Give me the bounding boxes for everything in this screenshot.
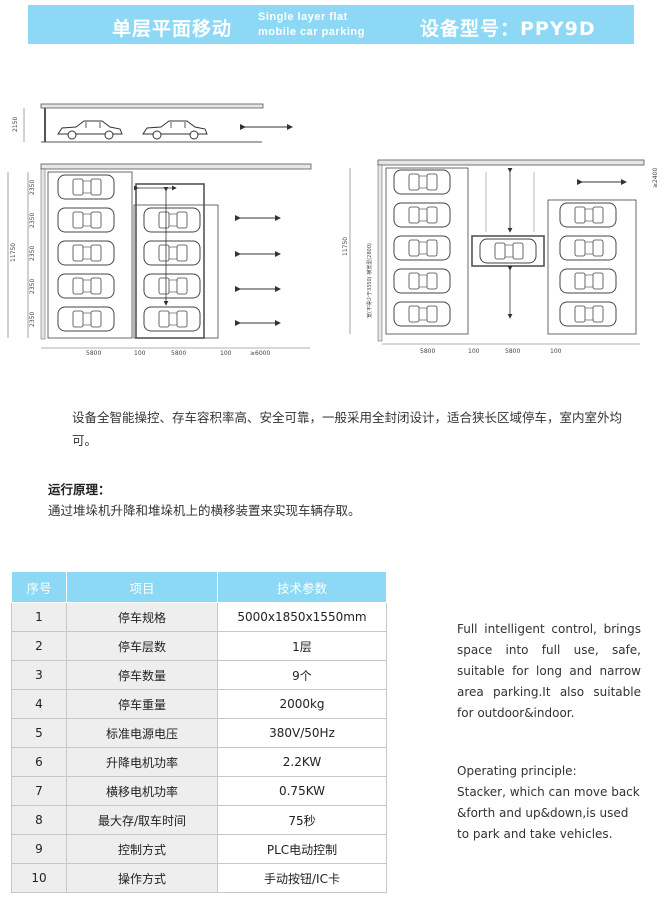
- right-total-dim: 11750: [342, 237, 349, 256]
- left-row-dim: 2350: [29, 246, 36, 261]
- english-principle-text: Stacker, which can move back &forth and …: [457, 785, 640, 841]
- table-cell: 停车重量: [66, 689, 218, 719]
- right-bottom-dim: 5800: [505, 348, 520, 355]
- left-bottom-dim: 100: [220, 350, 232, 357]
- table-cell: 2.2KW: [217, 747, 387, 777]
- table-cell: 标准电源电压: [66, 718, 218, 748]
- right-bottom-dim: 100: [550, 348, 562, 355]
- table-cell: 停车规格: [66, 602, 218, 632]
- table-cell: 2000kg: [217, 689, 387, 719]
- table-header-row: 序号 项目 技术参数: [11, 571, 387, 603]
- table-cell: 7: [11, 776, 67, 806]
- side-dim: 2150: [12, 117, 19, 132]
- title-en-line1: Single layer flat: [258, 11, 348, 23]
- english-description: Full intelligent control, brings space i…: [457, 622, 641, 720]
- right-bottom-dim: 100: [468, 348, 480, 355]
- model-number: 设备型号：PPY9D: [420, 18, 596, 40]
- table-cell: 9: [11, 834, 67, 864]
- table-cell: 2: [11, 631, 67, 661]
- left-bottom-dim: 100: [134, 350, 146, 357]
- table-cell: 8: [11, 805, 67, 835]
- table-cell: 4: [11, 689, 67, 719]
- left-bottom-dim: ≥6000: [250, 350, 270, 357]
- table-cell: 手动按钮/IC卡: [217, 863, 387, 893]
- right-bottom-dim: 5800: [420, 348, 435, 355]
- table-cell: 升降电机功率: [66, 747, 218, 777]
- parking-layout-diagram: 2150 11750 2350 2350 2350 2350 2350 5800…: [7, 103, 659, 357]
- left-row-dim: 2350: [29, 279, 36, 294]
- table-cell: 1层: [217, 631, 387, 661]
- table-cell: 5000x1850x1550mm: [217, 602, 387, 632]
- table-cell: 横移电机功率: [66, 776, 218, 806]
- english-principle-title: Operating principle:: [457, 764, 577, 778]
- table-header-cell: 技术参数: [217, 571, 387, 603]
- table-header-cell: 项目: [66, 571, 218, 603]
- table-cell: 停车数量: [66, 660, 218, 690]
- table-cell: 380V/50Hz: [217, 718, 387, 748]
- left-bottom-dim: 5800: [86, 350, 101, 357]
- table-cell: 1: [11, 602, 67, 632]
- left-row-dim: 2350: [29, 312, 36, 327]
- table-cell: 停车层数: [66, 631, 218, 661]
- left-row-dim: 2350: [29, 180, 36, 195]
- table-cell: 9个: [217, 660, 387, 690]
- description-text: 设备全智能操控、存车容积率高、安全可靠，一般采用全封闭设计，适合狭长区域停车，室…: [72, 410, 623, 448]
- table-cell: 6: [11, 747, 67, 777]
- table-cell: 3: [11, 660, 67, 690]
- principle-title: 运行原理：: [48, 482, 111, 497]
- table-cell: 控制方式: [66, 834, 218, 864]
- left-row-dim: 2350: [29, 213, 36, 228]
- left-total-dim: 11750: [10, 243, 17, 262]
- table-cell: 最大存/取车时间: [66, 805, 218, 835]
- english-principle: Operating principle: Stacker, which can …: [457, 761, 641, 845]
- right-top-dim: ≥2400: [652, 168, 659, 188]
- table-cell: 75秒: [217, 805, 387, 835]
- table-cell: 10: [11, 863, 67, 893]
- table-cell: PLC电动控制: [217, 834, 387, 864]
- left-bottom-dim: 5800: [171, 350, 186, 357]
- header-banner: 单层平面移动 Single layer flat mobile car park…: [28, 5, 634, 44]
- title-en-line2: mobile car parking: [258, 26, 365, 38]
- table-cell: 操作方式: [66, 863, 218, 893]
- table-header-cell: 序号: [11, 571, 67, 603]
- title-cn: 单层平面移动: [112, 18, 233, 40]
- table-cell: 5: [11, 718, 67, 748]
- right-side-note: 宽(不得少于3350) 横宽型(2800): [366, 243, 373, 318]
- principle-text: 通过堆垛机升降和堆垛机上的横移装置来实现车辆存取。: [48, 503, 361, 518]
- table-cell: 0.75KW: [217, 776, 387, 806]
- description: 设备全智能操控、存车容积率高、安全可靠，一般采用全封闭设计，适合狭长区域停车，室…: [48, 406, 628, 452]
